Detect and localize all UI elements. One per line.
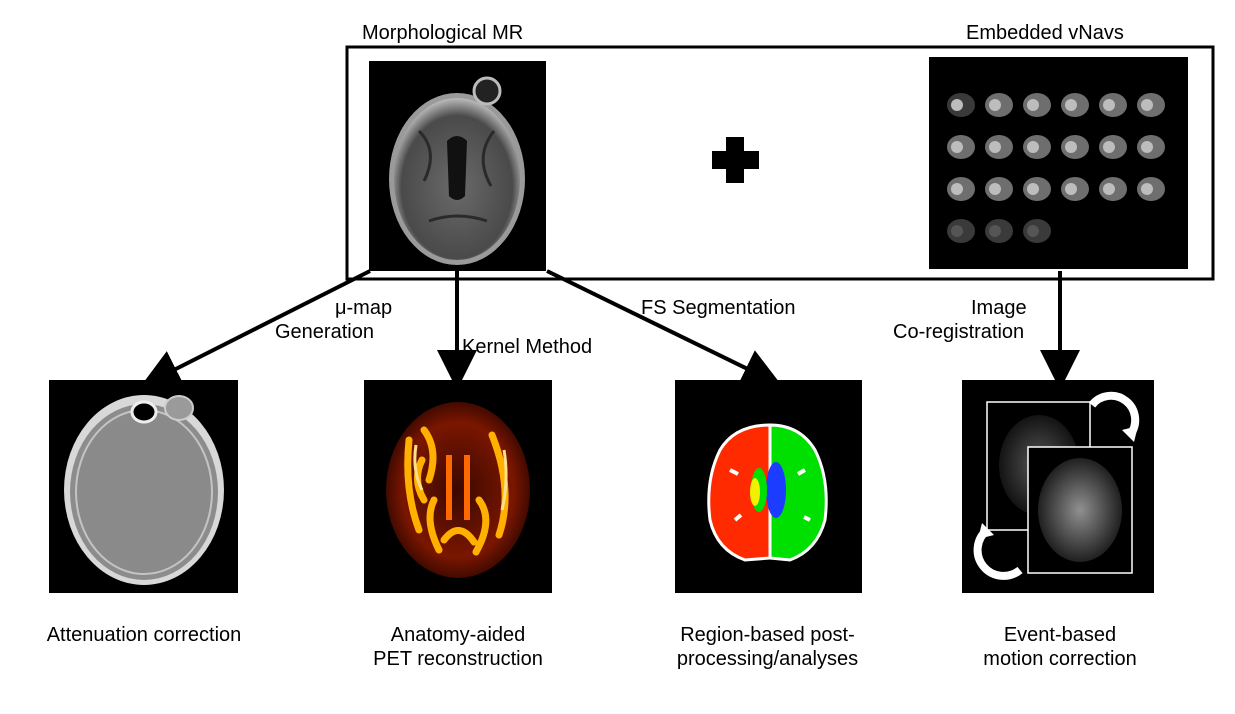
motion-correction-image bbox=[962, 380, 1154, 593]
vnav-thumbnail-highlight bbox=[1065, 141, 1077, 153]
vnav-thumbnail-highlight bbox=[951, 225, 963, 237]
caption-pet: Anatomy-aided PET reconstruction bbox=[318, 623, 598, 671]
caption-seg-line1: Region-based post- bbox=[680, 624, 855, 646]
coreg-label-line1: Image bbox=[971, 297, 1027, 319]
vnav-thumbnail-highlight bbox=[1103, 183, 1115, 195]
arrow-to-attenuation bbox=[140, 269, 371, 388]
vnav-thumbnail-highlight bbox=[1027, 183, 1039, 195]
vnav-thumbnail-highlight bbox=[1065, 99, 1077, 111]
caption-attenuation-line1: Attenuation correction bbox=[46, 624, 242, 646]
caption-pet-line1: Anatomy-aided bbox=[390, 624, 526, 646]
caption-segmentation: Region-based post- processing/analyses bbox=[625, 623, 910, 671]
vnav-image bbox=[929, 57, 1188, 269]
vnav-thumbnail-highlight bbox=[989, 183, 1001, 195]
vnav-thumbnail-highlight bbox=[951, 141, 963, 153]
caption-pet-line2: PET reconstruction bbox=[373, 648, 543, 670]
arrow-to-segmentation bbox=[546, 269, 782, 387]
kernel-label: Kernel Method bbox=[462, 336, 593, 358]
caption-attenuation: Attenuation correction bbox=[0, 623, 288, 647]
attenuation-image bbox=[49, 380, 238, 593]
mumap-label-line2: Generation bbox=[275, 321, 374, 343]
vnav-thumbnail-highlight bbox=[1027, 225, 1039, 237]
vnav-label: Embedded vNavs bbox=[966, 22, 1124, 44]
morph-mr-image bbox=[369, 61, 546, 271]
vnav-thumbnail-highlight bbox=[1141, 141, 1153, 153]
vnav-thumbnail-highlight bbox=[951, 99, 963, 111]
vnav-thumbnail-highlight bbox=[1141, 99, 1153, 111]
input-box bbox=[345, 45, 1215, 281]
vnav-thumbnail-highlight bbox=[1027, 99, 1039, 111]
vnav-thumbnail-highlight bbox=[989, 225, 1001, 237]
morph-mr-label: Morphological MR bbox=[362, 22, 524, 44]
caption-motion-line2: motion correction bbox=[983, 648, 1137, 670]
plus-icon bbox=[712, 137, 759, 183]
vnav-thumbnail-highlight bbox=[1065, 183, 1077, 195]
vnav-thumbnail-highlight bbox=[951, 183, 963, 195]
segmentation-image bbox=[675, 380, 862, 593]
coreg-label-line2: Co-registration bbox=[893, 321, 1025, 343]
pet-image bbox=[364, 380, 552, 593]
vnav-thumbnail-highlight bbox=[989, 99, 1001, 111]
vnav-thumbnail-highlight bbox=[1103, 99, 1115, 111]
caption-motion-line1: Event-based bbox=[1003, 624, 1117, 646]
caption-motion: Event-based motion correction bbox=[920, 623, 1200, 671]
vnav-thumbnail-highlight bbox=[989, 141, 1001, 153]
mumap-label-line1: μ-map bbox=[335, 297, 393, 319]
caption-seg-line2: processing/analyses bbox=[676, 648, 859, 670]
vnav-thumbnail-highlight bbox=[1027, 141, 1039, 153]
vnav-thumbnail-highlight bbox=[1103, 141, 1115, 153]
fs-label: FS Segmentation bbox=[641, 297, 796, 319]
vnav-thumbnail-highlight bbox=[1141, 183, 1153, 195]
